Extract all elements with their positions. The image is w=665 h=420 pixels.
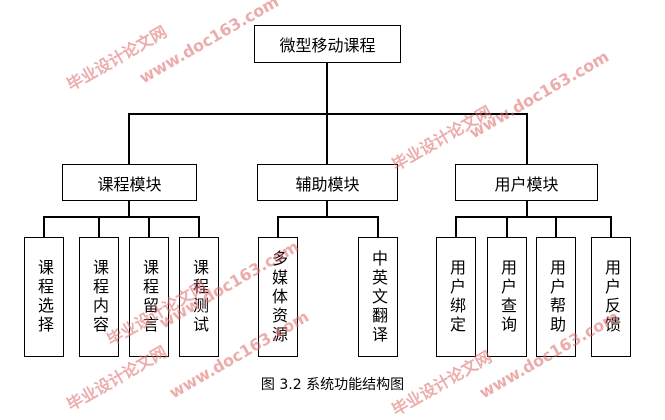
connector-root-down: [326, 62, 328, 114]
leaf-translation: 中英文翻译: [358, 237, 398, 357]
connector-to-course: [128, 113, 130, 164]
connector-aux-down: [326, 200, 328, 217]
connector-user-c4: [610, 216, 612, 237]
connector-course-bar: [43, 216, 200, 218]
connector-to-aux: [326, 113, 328, 164]
connector-aux-bar: [277, 216, 379, 218]
leaf-course-test: 课程测试: [179, 237, 219, 357]
leaf-user-query: 用户查询: [487, 237, 527, 357]
leaf-user-help: 用户帮助: [536, 237, 576, 357]
leaf-user-bind: 用户绑定: [436, 237, 476, 357]
connector-course-c2: [98, 216, 100, 237]
connector-course-c3: [148, 216, 150, 237]
connector-aux-c1: [277, 216, 279, 237]
leaf-course-content: 课程内容: [79, 237, 119, 357]
module-auxiliary: 辅助模块: [257, 164, 398, 201]
connector-to-user: [526, 113, 528, 164]
leaf-course-message: 课程留言: [129, 237, 169, 357]
connector-user-c3: [555, 216, 557, 237]
leaf-multimedia: 多媒体资源: [258, 237, 298, 357]
module-course: 课程模块: [62, 164, 197, 201]
connector-user-bar: [455, 216, 612, 218]
connector-course-c1: [43, 216, 45, 237]
connector-user-c2: [506, 216, 508, 237]
leaf-user-feedback: 用户反馈: [591, 237, 631, 357]
connector-user-down: [526, 200, 528, 217]
connector-course-c4: [198, 216, 200, 237]
connector-level1-bar: [128, 113, 528, 115]
module-user: 用户模块: [455, 164, 598, 201]
watermark-url: www.doc163.com: [465, 46, 613, 143]
connector-aux-c2: [377, 216, 379, 237]
leaf-course-select: 课程选择: [24, 237, 64, 357]
root-node: 微型移动课程: [254, 25, 401, 63]
watermark-cn: 毕业设计论文网: [63, 22, 171, 95]
connector-course-down: [128, 200, 130, 217]
figure-caption: 图 3.2 系统功能结构图: [260, 377, 405, 393]
connector-user-c1: [455, 216, 457, 237]
